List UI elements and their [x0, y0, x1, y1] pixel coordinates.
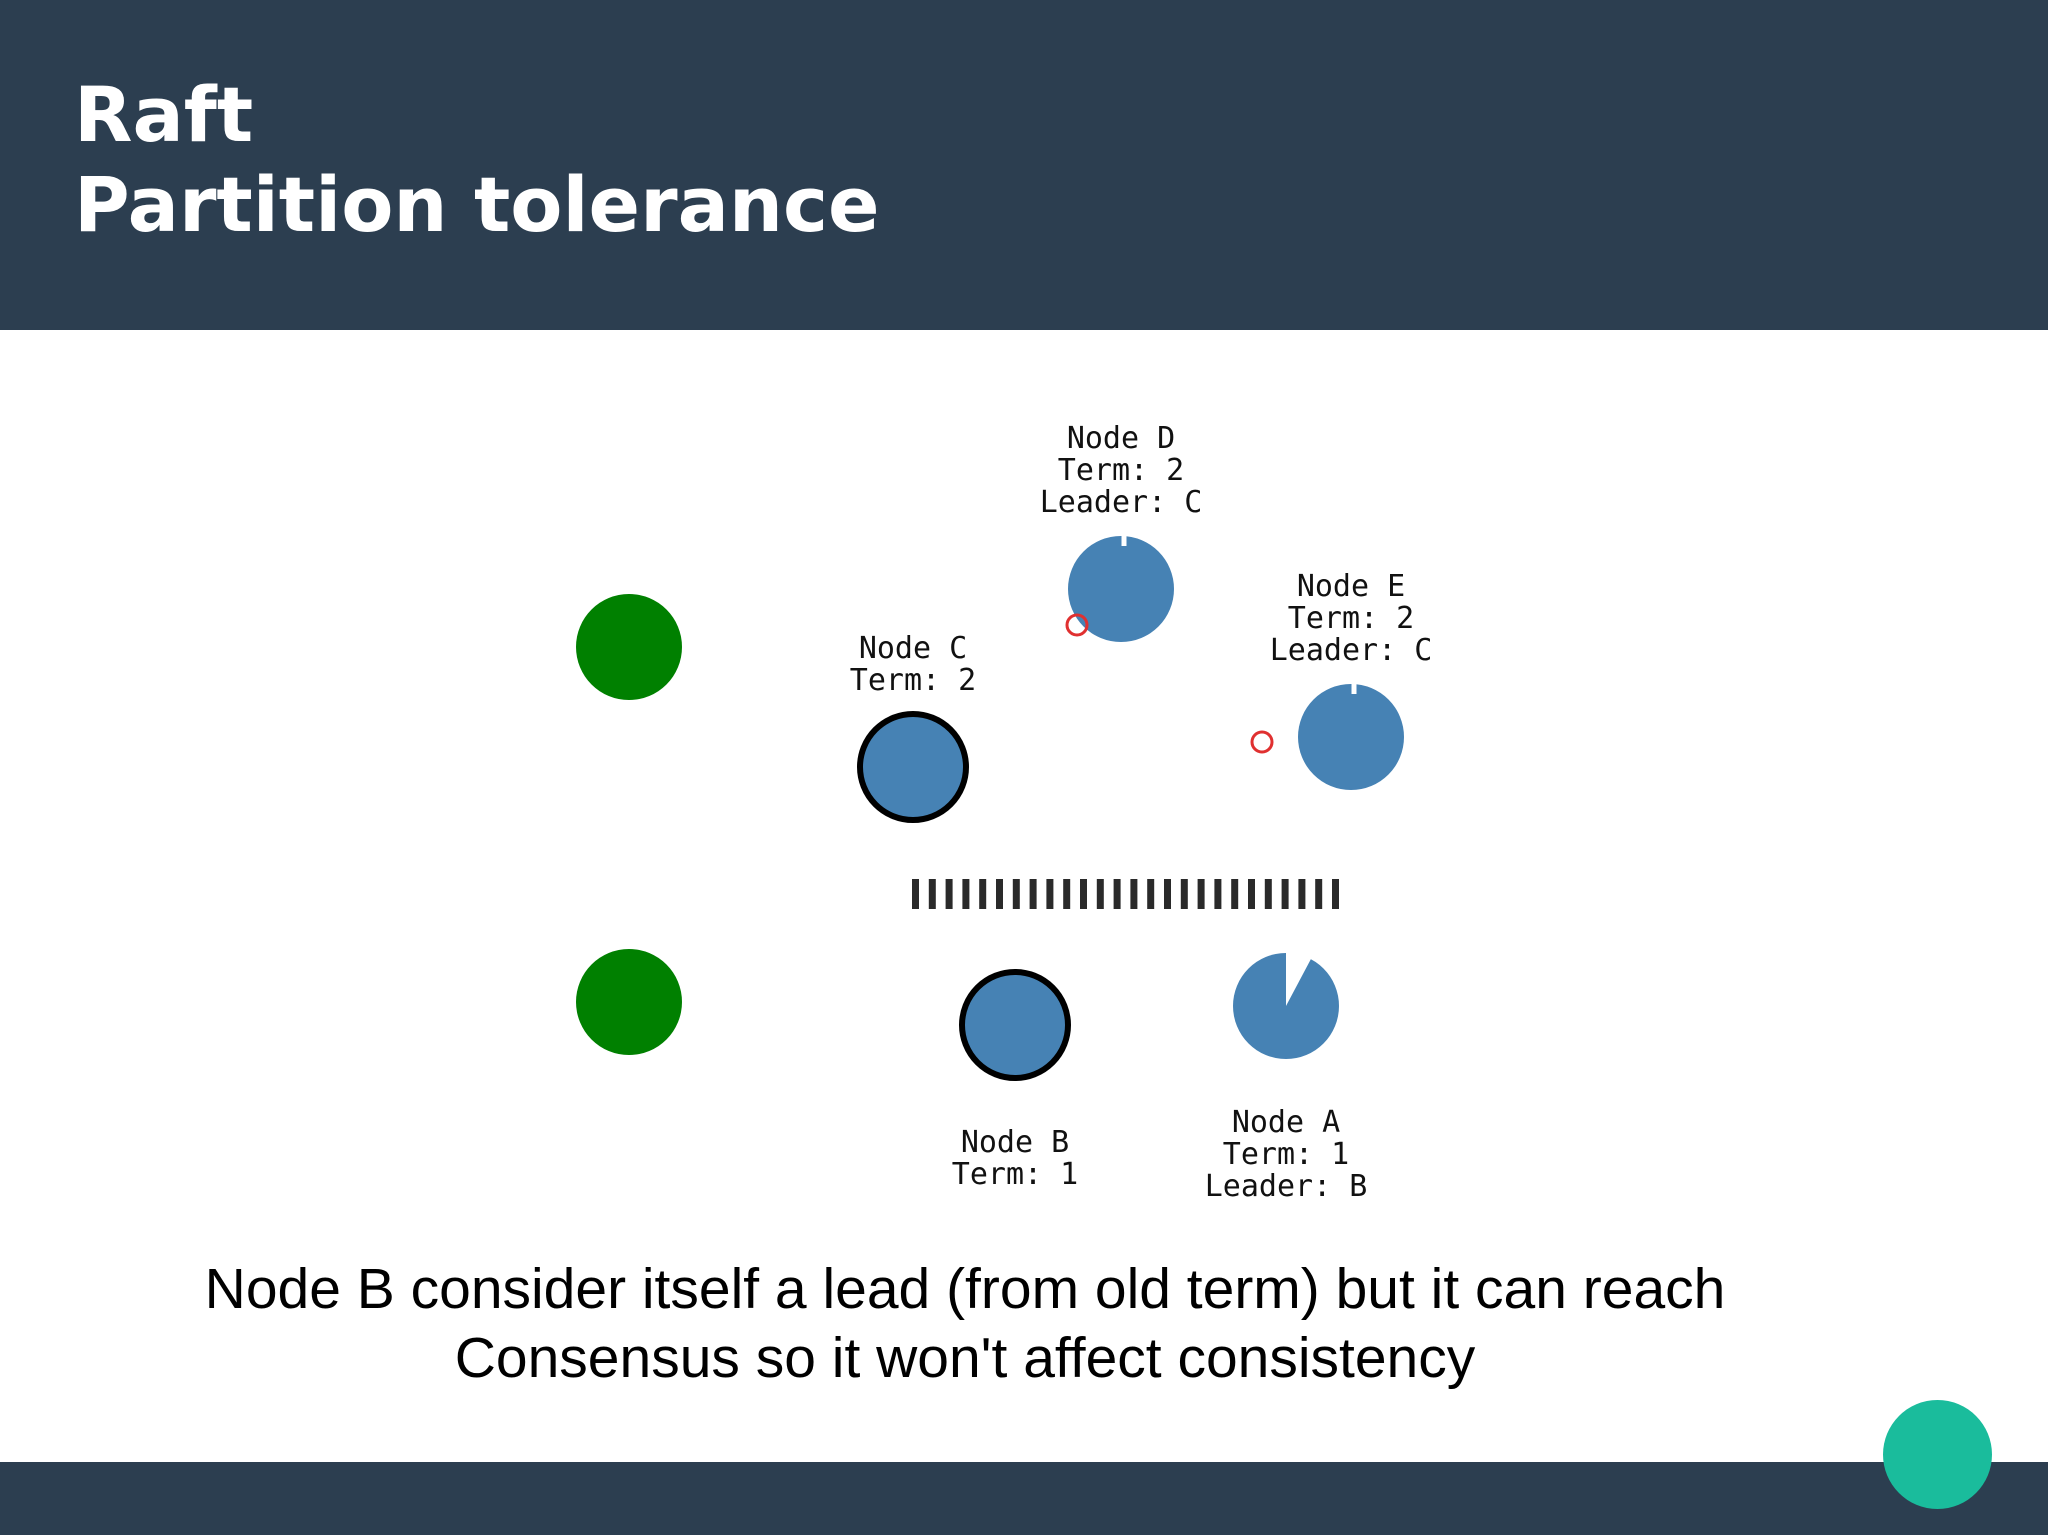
partition-dash [1197, 879, 1205, 909]
title-line-2: Partition tolerance [74, 160, 880, 249]
partition-dash [1130, 879, 1138, 909]
node-a: Node A Term: 1 Leader: B [1205, 951, 1368, 1204]
node-b: Node B Term: 1 [952, 969, 1078, 1192]
node-c: Node C Term: 2 [850, 631, 976, 823]
partition-dash [1063, 879, 1071, 909]
node-d-term: Term: 2 [1058, 453, 1184, 488]
partition-dash [1214, 879, 1222, 909]
slide-caption: Node B consider itself a lead (from old … [100, 1255, 1830, 1393]
partition-dash [928, 879, 936, 909]
partition-dash [1180, 879, 1188, 909]
node-c-name: Node C [859, 631, 967, 666]
partition-dash [1080, 879, 1087, 909]
partition-dash [1281, 879, 1289, 909]
title-line-1: Raft [74, 70, 254, 159]
node-e-name: Node E [1297, 569, 1405, 604]
partition-dash [1315, 879, 1323, 909]
accent-dot [1883, 1400, 1992, 1509]
node-b-name: Node B [961, 1125, 1069, 1160]
node-a-timer-notch [1286, 951, 1312, 1006]
node-e-term: Term: 2 [1288, 601, 1414, 636]
partition-dash [1046, 879, 1054, 909]
node-d-leader: Leader: C [1040, 485, 1203, 520]
partition-dash [1164, 879, 1171, 909]
partition-dash [996, 879, 1003, 909]
node-e-leader: Leader: C [1270, 633, 1433, 668]
client-top [576, 594, 682, 700]
client-bottom [576, 949, 682, 1055]
node-b-circle [959, 969, 1071, 1081]
caption-line-2: Consensus so it won't affect consistency [454, 1326, 1476, 1390]
partition-dash [945, 879, 953, 909]
message-to-e [1250, 730, 1274, 754]
node-e: Node E Term: 2 Leader: C [1250, 569, 1433, 790]
partition-dash [1113, 879, 1121, 909]
partition-dash [962, 879, 970, 909]
message-to-d [1065, 613, 1089, 637]
partition-dash [1147, 879, 1155, 909]
node-d-name: Node D [1067, 421, 1175, 456]
node-a-leader: Leader: B [1205, 1169, 1368, 1204]
node-d-circle [1068, 536, 1174, 642]
node-c-circle [857, 711, 969, 823]
node-d: Node D Term: 2 Leader: C [1040, 421, 1203, 642]
node-b-term: Term: 1 [952, 1157, 1078, 1192]
node-a-term: Term: 1 [1223, 1137, 1349, 1172]
partition-dash [1248, 879, 1255, 909]
partition-dash [979, 879, 987, 909]
node-c-term: Term: 2 [850, 663, 976, 698]
partition-dash [1231, 879, 1239, 909]
partition-dash [1096, 879, 1104, 909]
partition-dash [1298, 879, 1306, 909]
partition-dash [912, 879, 919, 909]
partition-dash [1264, 879, 1272, 909]
slide-title: Raft Partition tolerance [74, 70, 880, 250]
caption-line-1: Node B consider itself a lead (from old … [204, 1257, 1726, 1321]
slide-footer [0, 1462, 2048, 1535]
partition-dash [1332, 879, 1339, 909]
partition-dash [1029, 879, 1037, 909]
network-partition [912, 879, 1339, 909]
slide-header [0, 0, 2048, 330]
partition-dash [1012, 879, 1020, 909]
node-a-name: Node A [1232, 1105, 1340, 1140]
node-e-circle [1298, 684, 1404, 790]
